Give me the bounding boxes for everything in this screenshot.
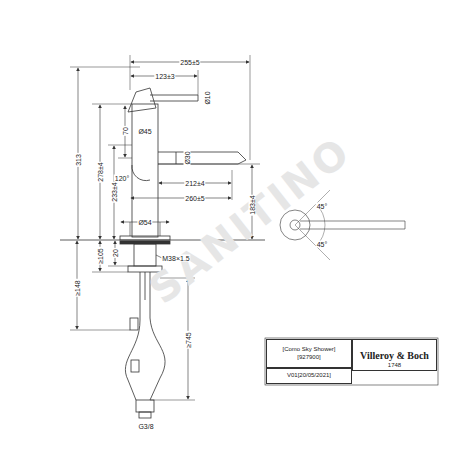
dimension-label: 233±4 [111,181,118,202]
dimension-label: 45° [316,241,329,248]
title-cell: V01[20/05/2021] [266,368,352,384]
dimension-label: 70 [122,126,129,136]
dimension-label: 278±4 [97,161,104,182]
dimension-label: 313 [75,153,82,167]
dimension-label: 260±5 [184,195,205,202]
dimension-label: G3/8 [137,423,154,430]
dimension-label: Ø45 [137,128,152,135]
dimension-label: 120° [114,175,130,182]
dimension-label: Ø30 [184,150,191,165]
title-text: V01[20/05/2021] [287,372,331,379]
title-text: [Como Sky Shower] [282,346,335,353]
dimension-label: 20 [112,248,119,258]
title-text: 1748 [388,362,401,369]
dimension-label: 255±5 [179,59,200,66]
dimension-label: Ø54 [137,219,152,226]
dimension-label: 123±3 [154,73,175,80]
title-text: [927900] [297,354,320,361]
dimension-label: ≥745 [185,331,192,349]
dimension-label: ≥105 [97,247,104,265]
dimension-label: 212±4 [184,180,205,187]
brand-cell: Villeroy & Boch1748 [352,339,437,371]
dimension-label: 183±4 [249,194,256,215]
title-text: Villeroy & Boch [360,350,429,362]
dimension-label: 45° [316,203,329,210]
dimension-label: Ø10 [204,90,211,105]
title-cell: [Como Sky Shower][927900] [266,339,352,368]
dimension-label: ≥148 [74,279,81,297]
dimension-label: M38×1.5 [161,255,190,262]
